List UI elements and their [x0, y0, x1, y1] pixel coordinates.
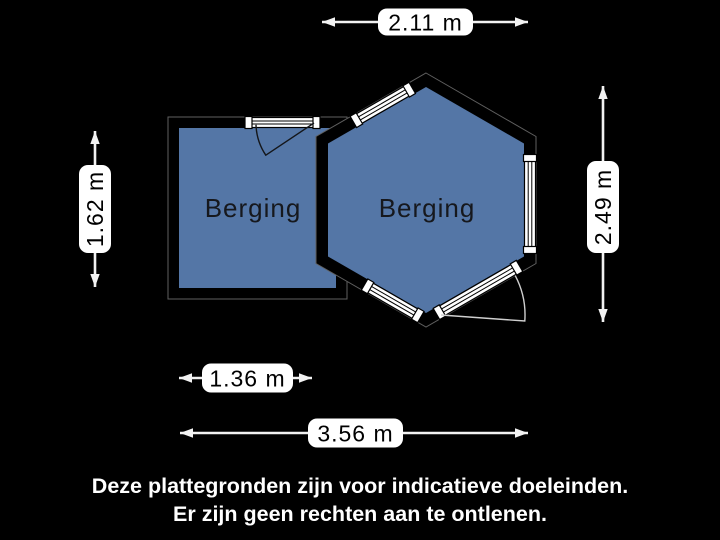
arrow-up-icon — [598, 86, 608, 99]
arrow-left-icon — [180, 428, 193, 438]
dim-label-pill — [378, 8, 473, 36]
dim-rect-height-label: 1.62 m — [82, 171, 108, 247]
arrow-up-icon — [90, 131, 100, 144]
window-right-icon — [522, 153, 538, 255]
window-bottom-left-icon — [360, 278, 425, 324]
arrow-right-icon — [515, 428, 528, 438]
dim-hex-height-label: 2.49 m — [590, 169, 616, 245]
rect-room-label: Berging — [205, 193, 302, 223]
arrow-left-icon — [179, 373, 192, 383]
door-swing-icon — [255, 122, 315, 157]
dim-label-pill — [79, 165, 111, 253]
dim-hex-height: 2.49 m — [587, 86, 619, 322]
dim-hex-width-label: 2.11 m — [388, 10, 463, 36]
door-swing-icon — [440, 275, 526, 322]
disclaimer-line-1: Deze plattegronden zijn voor indicatieve… — [92, 474, 628, 498]
hex-room-label: Berging — [379, 193, 476, 223]
dim-total-width-label: 3.56 m — [317, 421, 393, 447]
arrow-right-icon — [515, 17, 528, 27]
arrow-down-icon — [90, 274, 100, 287]
dim-hex-width: 2.11 m — [322, 8, 528, 36]
rect-room-door-icon — [244, 115, 321, 157]
hex-room-floor — [328, 87, 524, 313]
rect-room-floor — [179, 128, 336, 288]
hex-room — [315, 72, 537, 328]
dim-label-pill — [202, 363, 293, 393]
hex-room-door-icon — [432, 259, 526, 322]
dim-label-pill — [308, 418, 403, 448]
arrow-down-icon — [598, 309, 608, 322]
dim-rect-height: 1.62 m — [79, 131, 111, 287]
dim-rect-width: 1.36 m — [179, 363, 312, 393]
arrow-left-icon — [322, 17, 335, 27]
window-top-left-icon — [349, 81, 417, 129]
arrow-right-icon — [299, 373, 312, 383]
dim-total-width: 3.56 m — [180, 418, 528, 448]
dim-label-pill — [587, 161, 619, 253]
disclaimer-line-2: Er zijn geen rechten aan te ontlenen. — [173, 502, 547, 526]
dim-rect-width-label: 1.36 m — [209, 366, 285, 392]
